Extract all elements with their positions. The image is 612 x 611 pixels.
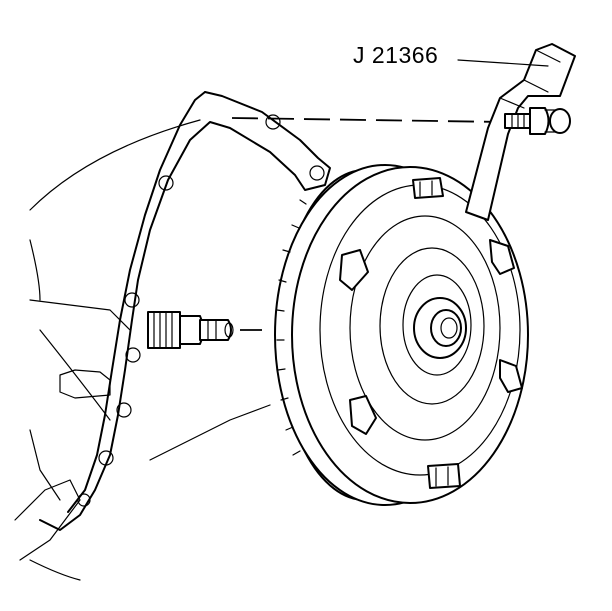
transmission-case: [14, 119, 271, 581]
alignment-line: [231, 117, 506, 123]
bell-housing-flange: [39, 91, 331, 531]
callout-leader: [457, 59, 549, 67]
input-shaft: [147, 311, 234, 349]
holding-tool: [465, 43, 576, 221]
tool-callout-label: J 21366: [353, 42, 439, 68]
torque-converter: [274, 164, 529, 506]
